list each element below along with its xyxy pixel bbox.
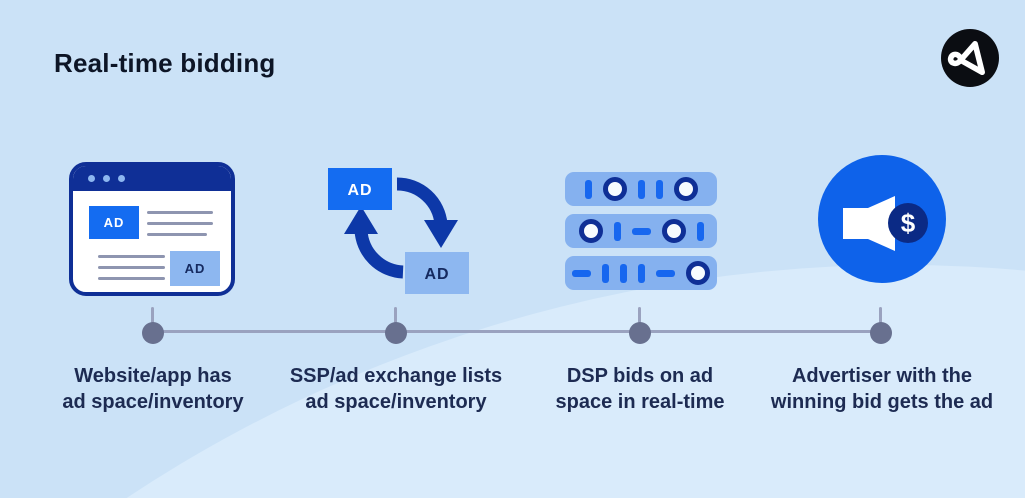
website-ad-inventory-icon: AD AD	[69, 162, 235, 296]
server-led-circle	[578, 219, 603, 243]
server-led-dash	[631, 227, 651, 235]
server-led-bar	[602, 263, 609, 283]
timeline-dot-step3	[629, 322, 651, 344]
dsp-server-icon	[565, 172, 717, 290]
timeline-dot-step1	[142, 322, 164, 344]
browser-dot	[103, 175, 110, 182]
text-lines	[147, 211, 213, 236]
arrow-down-head	[424, 220, 458, 248]
timeline-tick	[638, 307, 641, 323]
page-title: Real-time bidding	[54, 48, 276, 78]
server-led-dash	[572, 269, 591, 277]
server-led-circle	[602, 177, 627, 201]
server-led-bar	[655, 179, 663, 199]
exchange-ad-box-blue	[328, 168, 392, 210]
server-led-circle	[686, 261, 710, 285]
timeline-tick	[151, 307, 154, 323]
server-row	[565, 214, 717, 248]
timeline-line	[153, 330, 881, 333]
cycle-arrow-down	[396, 177, 448, 225]
cycle-arrow-up	[354, 229, 404, 279]
arrow-up-head	[344, 206, 378, 234]
exchange-ad-label: AD	[424, 266, 449, 283]
advertiser-megaphone-icon: $	[818, 155, 946, 283]
timeline-tick	[879, 307, 882, 323]
ad-placement-primary: AD	[89, 206, 139, 239]
timeline-dot-step2	[385, 322, 407, 344]
server-row	[565, 256, 717, 290]
step-label-ssp: SSP/ad exchange lists ad space/inventory	[289, 365, 503, 413]
server-led-bar	[637, 179, 645, 199]
dollar-badge	[888, 203, 928, 243]
text-lines	[98, 255, 165, 280]
browser-content: AD AD	[73, 191, 231, 292]
ssp-ad-exchange-icon: AD AD	[328, 168, 469, 294]
ad-placement-secondary: AD	[170, 251, 220, 286]
browser-dot	[88, 175, 95, 182]
server-led-circle	[673, 177, 698, 201]
server-led-bar	[613, 221, 621, 241]
exchange-ad-box-light	[405, 252, 469, 294]
browser-title-bar	[73, 166, 231, 191]
server-led-bar	[638, 263, 645, 283]
step-label-dsp: DSP bids on ad space in real-time	[555, 365, 725, 413]
megaphone-horn	[868, 196, 895, 251]
step-label-advertiser: Advertiser with the winning bid gets the…	[770, 365, 994, 413]
server-led-dash	[656, 269, 675, 277]
megaphone-body	[843, 208, 868, 239]
browser-dot	[118, 175, 125, 182]
server-led-circle	[661, 219, 686, 243]
dollar-sign: $	[901, 208, 916, 238]
server-led-bar	[696, 221, 704, 241]
exchange-ad-label: AD	[347, 182, 372, 199]
timeline-tick	[394, 307, 397, 323]
brand-a-icon	[947, 40, 986, 76]
brand-a-logo	[941, 29, 999, 87]
timeline-dot-step4	[870, 322, 892, 344]
step-label-website: Website/app has ad space/inventory	[62, 365, 244, 413]
server-row	[565, 172, 717, 206]
server-led-bar	[620, 263, 627, 283]
server-led-bar	[584, 179, 592, 199]
